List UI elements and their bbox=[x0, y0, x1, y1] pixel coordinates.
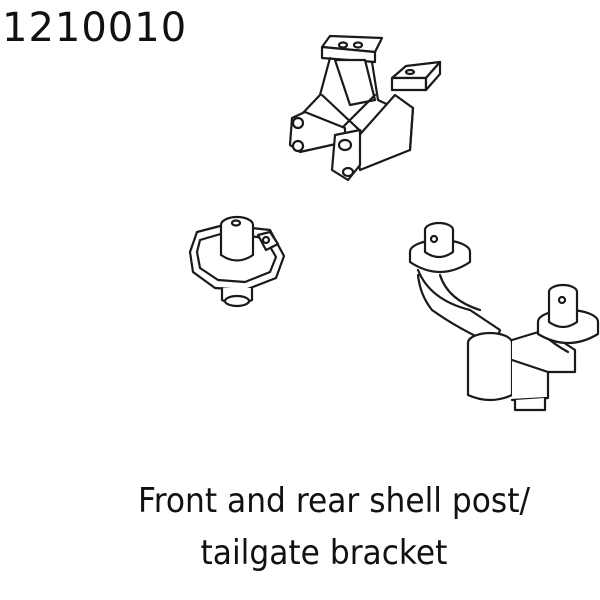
shell-post-bracket-part bbox=[408, 221, 600, 412]
caption-line-2: tailgate bracket bbox=[200, 533, 448, 573]
shell-post-mount-part bbox=[188, 215, 286, 308]
tailgate-bracket-part bbox=[288, 34, 442, 182]
caption-line-1: Front and rear shell post/ bbox=[137, 481, 531, 521]
part-number: 1210010 bbox=[2, 5, 188, 51]
